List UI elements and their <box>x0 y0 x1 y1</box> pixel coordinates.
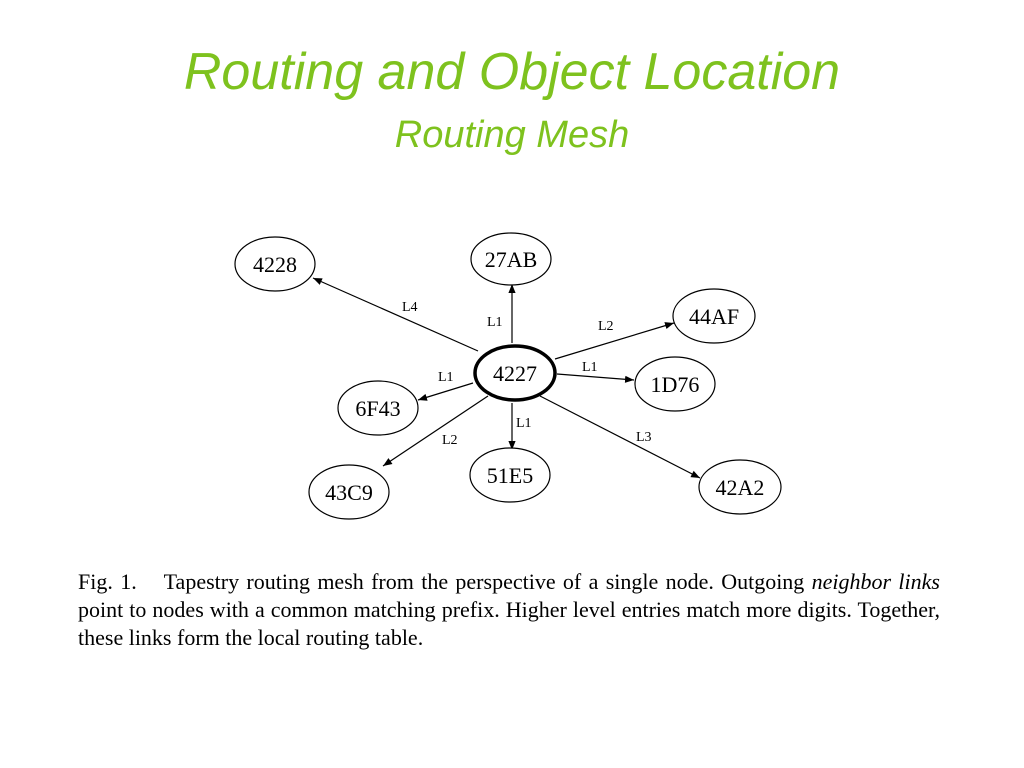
node-label: 1D76 <box>651 372 700 397</box>
nodes: 4227 4228 27AB 44AF 1D76 42A2 51E5 43C9 <box>234 232 782 520</box>
edge-1d76 <box>556 373 635 383</box>
node-1d76: 1D76 <box>634 356 716 412</box>
edge-42a2 <box>539 395 701 479</box>
edge-labels: L4 L1 L2 L1 L3 L1 L2 L1 <box>402 300 652 448</box>
caption-text-before: Tapestry routing mesh from the perspecti… <box>163 569 805 594</box>
node-42a2: 42A2 <box>698 459 782 515</box>
edge-label-27ab: L1 <box>487 315 503 330</box>
edge-label-1d76: L1 <box>582 360 598 375</box>
edge-label-6f43: L1 <box>438 370 454 385</box>
edge-label-43c9: L2 <box>442 433 458 448</box>
node-label: 4227 <box>493 361 537 386</box>
node-label: 43C9 <box>325 480 373 505</box>
node-27ab: 27AB <box>470 232 552 286</box>
edge-label-51e5: L1 <box>516 416 532 431</box>
edge-label-42a2: L3 <box>636 430 652 445</box>
figure-caption: Fig. 1. Tapestry routing mesh from the p… <box>78 568 940 652</box>
edge-label-44af: L2 <box>598 319 614 334</box>
caption-text-after: point to nodes with a common matching pr… <box>78 597 940 650</box>
node-43c9: 43C9 <box>308 464 390 520</box>
edge-4228 <box>312 277 479 352</box>
slide-title: Routing and Object Location <box>183 43 841 101</box>
edge-43c9 <box>382 395 489 467</box>
node-51e5: 51E5 <box>469 447 551 503</box>
node-label: 51E5 <box>487 463 533 488</box>
node-label: 6F43 <box>355 396 400 421</box>
edge-6f43 <box>417 382 474 401</box>
edges <box>312 277 701 479</box>
node-44af: 44AF <box>672 288 756 344</box>
node-6f43: 6F43 <box>337 380 419 436</box>
figure-number: Fig. 1. <box>78 569 137 594</box>
caption-emphasis: neighbor links <box>811 569 940 594</box>
node-center-4227: 4227 <box>473 344 557 402</box>
node-4228: 4228 <box>234 236 316 292</box>
node-label: 4228 <box>253 252 297 277</box>
slide-subtitle: Routing Mesh <box>394 114 630 156</box>
node-label: 42A2 <box>716 475 765 500</box>
node-label: 27AB <box>485 247 538 272</box>
edge-44af <box>554 322 675 360</box>
node-label: 44AF <box>689 304 739 329</box>
edge-label-4228: L4 <box>402 300 418 315</box>
